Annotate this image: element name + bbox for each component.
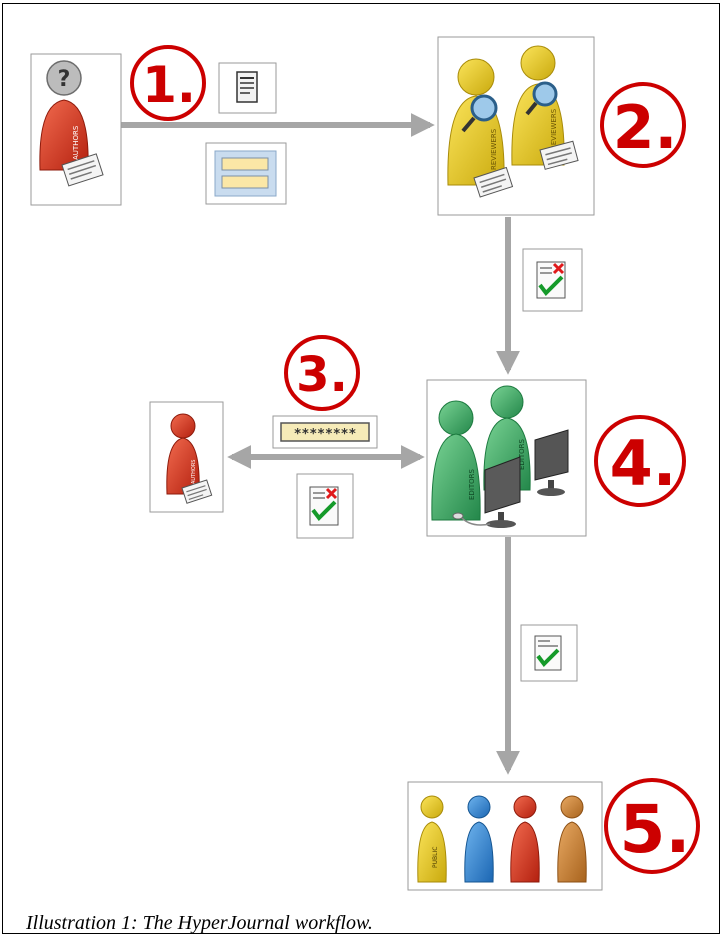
- step-2-badge: 2.: [600, 82, 686, 168]
- public-box: PUBLIC: [407, 781, 603, 891]
- public-figure-yellow: PUBLIC: [417, 795, 447, 883]
- figure-frame: [2, 3, 720, 934]
- step-3-badge: 3.: [284, 335, 360, 411]
- svg-text:EDITORS: EDITORS: [518, 438, 526, 470]
- step-1-badge: 1.: [130, 45, 206, 121]
- editors-box: EDITORS EDITORS: [426, 379, 587, 537]
- svg-text:EDITORS: EDITORS: [468, 468, 476, 500]
- figure-caption: Illustration 1: The HyperJournal workflo…: [26, 912, 373, 934]
- approved-article-icon: [520, 624, 578, 682]
- step-4-badge: 4.: [594, 415, 686, 507]
- metadata-form-icon: [205, 142, 287, 205]
- svg-text:4.: 4.: [610, 427, 677, 500]
- public-figure-red: [510, 795, 540, 883]
- author-box: ? AUTHORS: [30, 53, 122, 206]
- public-figure-orange: [557, 795, 587, 883]
- svg-text:?: ?: [58, 67, 71, 92]
- svg-text:3.: 3.: [296, 347, 348, 403]
- reviewer-figure-left: REVIEWERS: [447, 58, 514, 198]
- svg-text:REVIEWERS: REVIEWERS: [550, 108, 558, 150]
- monitor-icon-back: [534, 429, 569, 496]
- svg-text:AUTHORS: AUTHORS: [72, 125, 80, 160]
- reviewers-box: REVIEWERS REVIEWERS: [437, 36, 595, 216]
- review-report-icon: [522, 248, 583, 312]
- svg-text:PUBLIC: PUBLIC: [432, 847, 439, 868]
- document-icon: [218, 62, 277, 114]
- svg-text:5.: 5.: [620, 791, 691, 868]
- svg-text:********: ********: [294, 427, 357, 442]
- password-field-icon: ********: [272, 415, 378, 449]
- monitor-icon-front: [452, 456, 521, 528]
- svg-text:2.: 2.: [613, 93, 678, 163]
- svg-text:REVIEWERS: REVIEWERS: [490, 128, 498, 170]
- author-box-small: AUTHORS: [149, 401, 224, 513]
- svg-text:AUTHORS: AUTHORS: [191, 460, 197, 484]
- step-5-badge: 5.: [604, 778, 700, 874]
- editor-figure-left: EDITORS: [431, 400, 481, 521]
- review-report-icon-editorial: [296, 473, 354, 539]
- public-figure-blue: [464, 795, 494, 883]
- reviewer-figure-right: REVIEWERS: [511, 45, 579, 170]
- svg-text:1.: 1.: [142, 56, 196, 114]
- author-figure: ? AUTHORS: [39, 60, 104, 187]
